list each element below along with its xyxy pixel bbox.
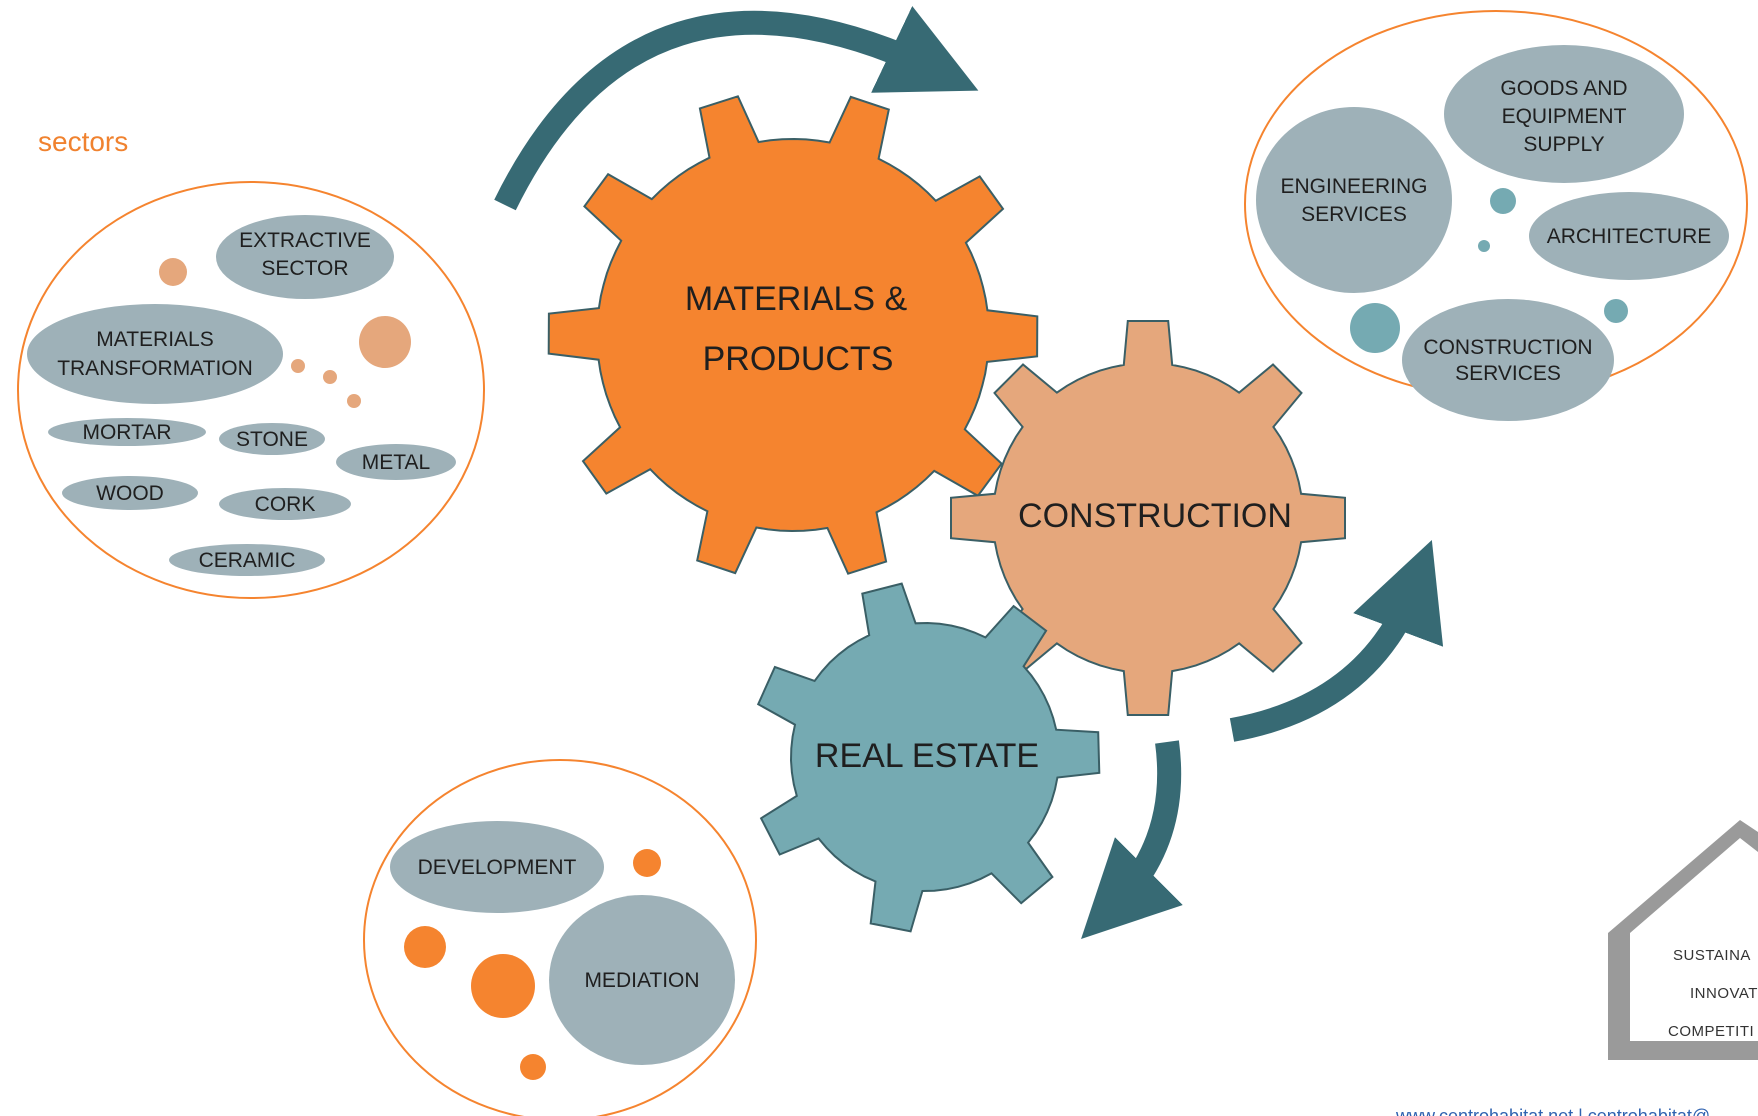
sectors-heading: sectors: [38, 126, 128, 157]
decor-dot: [633, 849, 661, 877]
logo-text-line3: COMPETITI: [1668, 1023, 1754, 1040]
ceramic-pill: [169, 544, 325, 576]
cork-pill: [219, 488, 351, 520]
real-estate-gear: [756, 582, 1101, 933]
decor-dot: [1350, 303, 1400, 353]
metal-label: METAL: [362, 451, 430, 474]
decor-dot: [1604, 299, 1628, 323]
house-logo: SUSTAINA INNOVAT COMPETITI: [1608, 820, 1758, 1060]
architecture-pill: [1529, 192, 1729, 280]
curved-arrow-top: [494, 6, 979, 211]
architecture-label: ARCHITECTURE: [1547, 225, 1712, 248]
materials-transformation-pill: [27, 304, 283, 404]
mediation-label: MEDIATION: [584, 969, 699, 992]
decor-dot: [520, 1054, 546, 1080]
decor-dot: [1478, 240, 1490, 252]
logo-text-line1: SUSTAINA: [1673, 947, 1751, 964]
mediation-pill: [549, 895, 735, 1065]
extractive-sector-label-line1: EXTRACTIVE: [239, 229, 371, 252]
ceramic-label: CERAMIC: [199, 549, 296, 572]
mortar-pill: [48, 418, 206, 446]
engineering-services-label-line2: SERVICES: [1301, 203, 1407, 226]
goods-equipment-label-line2: EQUIPMENT: [1502, 105, 1627, 128]
footer-website-link[interactable]: www.centrohabitat.net | centrohabitat@..…: [1395, 1106, 1725, 1116]
goods-equipment-label-line3: SUPPLY: [1523, 133, 1604, 156]
curved-arrow-right: [1229, 540, 1444, 742]
left-cluster: EXTRACTIVE SECTOR MATERIALS TRANSFORMATI…: [17, 181, 485, 599]
curved-arrow-bottom: [1081, 740, 1183, 939]
decor-dot: [471, 954, 535, 1018]
cork-label: CORK: [255, 493, 316, 516]
stone-label: STONE: [236, 428, 308, 451]
right-cluster: GOODS AND EQUIPMENT SUPPLY ENGINEERING S…: [1244, 10, 1748, 421]
materials-transformation-label-line1: MATERIALS: [96, 328, 213, 351]
extractive-sector-pill: [216, 215, 394, 299]
wood-pill: [62, 476, 198, 510]
development-pill: [390, 821, 604, 913]
house-logo-outline: [1608, 820, 1758, 1060]
goods-equipment-pill: [1444, 45, 1684, 183]
decor-dot: [347, 394, 361, 408]
bottom-cluster-outline: [363, 759, 757, 1116]
materials-transformation-label-line2: TRANSFORMATION: [57, 357, 253, 380]
logo-text-line2: INNOVAT: [1690, 985, 1758, 1002]
development-label: DEVELOPMENT: [418, 856, 577, 879]
decor-dot: [1490, 188, 1516, 214]
decor-dot: [359, 316, 411, 368]
real-estate-gear-label: REAL ESTATE: [815, 737, 1039, 775]
engineering-services-label-line1: ENGINEERING: [1280, 175, 1427, 198]
mortar-label: MORTAR: [82, 421, 171, 444]
construction-gear: [950, 320, 1346, 716]
metal-pill: [336, 444, 456, 480]
materials-gear: [547, 95, 1039, 575]
bottom-cluster: DEVELOPMENT MEDIATION: [363, 759, 757, 1116]
construction-services-pill: [1402, 299, 1614, 421]
materials-gear-label-line1: MATERIALS &: [685, 280, 908, 318]
decor-dot: [323, 370, 337, 384]
decor-dot: [159, 258, 187, 286]
wood-label: WOOD: [96, 482, 164, 505]
construction-services-label-line1: CONSTRUCTION: [1423, 336, 1592, 359]
extractive-sector-label-line2: SECTOR: [261, 257, 348, 280]
construction-services-label-line2: SERVICES: [1455, 362, 1561, 385]
left-cluster-outline: [17, 181, 485, 599]
stone-pill: [219, 423, 325, 455]
decor-dot: [291, 359, 305, 373]
materials-gear-label-line2: PRODUCTS: [703, 340, 894, 378]
goods-equipment-label-line1: GOODS AND: [1500, 77, 1627, 100]
decor-dot: [404, 926, 446, 968]
construction-gear-label: CONSTRUCTION: [1018, 497, 1292, 535]
engineering-services-pill: [1256, 107, 1452, 293]
